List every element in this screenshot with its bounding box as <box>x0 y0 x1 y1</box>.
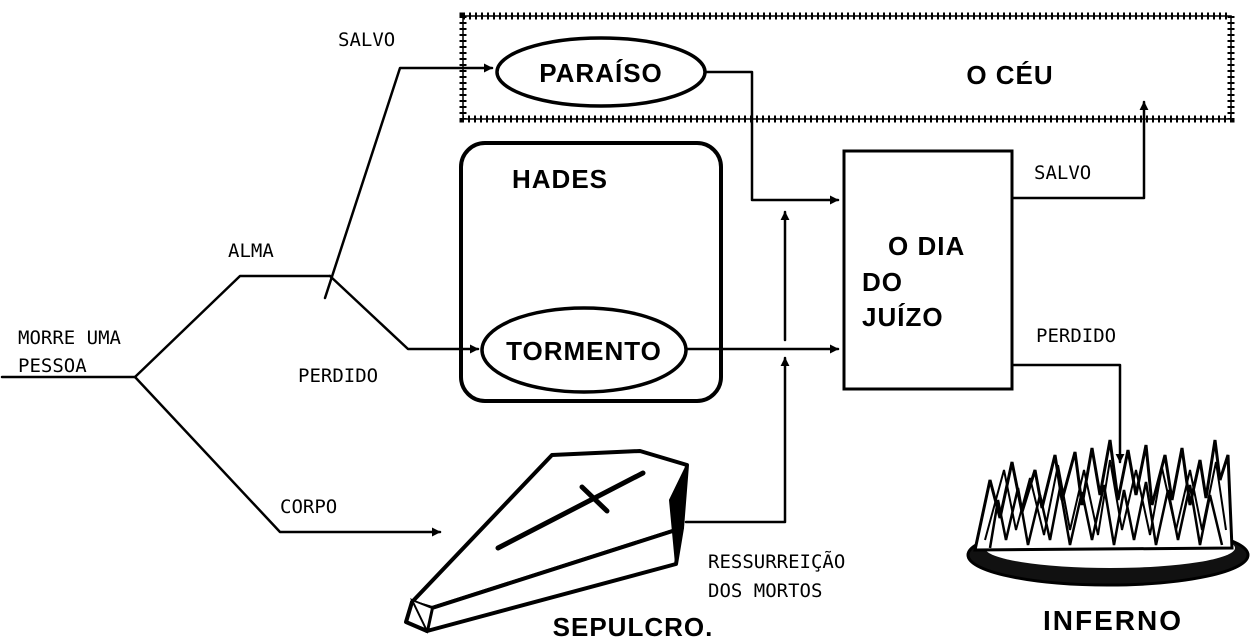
paradise-label: PARAÍSO <box>539 58 663 88</box>
resurrection-label-2: DOS MORTOS <box>708 580 822 602</box>
judgment-label-3: JUÍZO <box>862 302 944 332</box>
hades-label: HADES <box>512 164 608 194</box>
torment-label: TORMENTO <box>506 336 662 366</box>
start-label: MORRE UMA <box>18 327 122 349</box>
lost-to-hell-arrow <box>1010 363 1125 464</box>
hell-label: INFERNO <box>1043 605 1183 636</box>
judgment-label-2: DO <box>862 267 903 297</box>
judgment-label-1: O DIA <box>888 231 965 261</box>
lost-path-arrow <box>328 274 480 354</box>
paradise-to-judgment-arrow <box>703 70 840 205</box>
resurrection-label-1: RESSURREIÇÃO <box>708 550 845 573</box>
saved-top-label: SALVO <box>338 29 395 51</box>
flames-icon <box>966 439 1250 587</box>
hades-box <box>459 141 723 403</box>
saved-to-heaven-arrow <box>1010 100 1149 200</box>
soul-label: ALMA <box>228 240 274 262</box>
saved-right-label: SALVO <box>1034 162 1091 184</box>
start-label-2: PESSOA <box>18 355 87 377</box>
lost-right-label: PERDIDO <box>1036 325 1116 347</box>
tomb-label: SEPULCRO. <box>553 612 714 641</box>
coffin-icon <box>404 449 689 635</box>
lost-left-label: PERDIDO <box>298 365 378 387</box>
saved-path-arrow <box>323 63 494 300</box>
judgment-box <box>842 149 1014 391</box>
heaven-label: O CÉU <box>966 60 1053 90</box>
cross-icon <box>495 470 646 551</box>
soul-branch <box>133 274 332 379</box>
resurrection-arrow <box>684 356 790 524</box>
body-label: CORPO <box>280 496 337 518</box>
body-branch-arrow <box>133 375 442 537</box>
